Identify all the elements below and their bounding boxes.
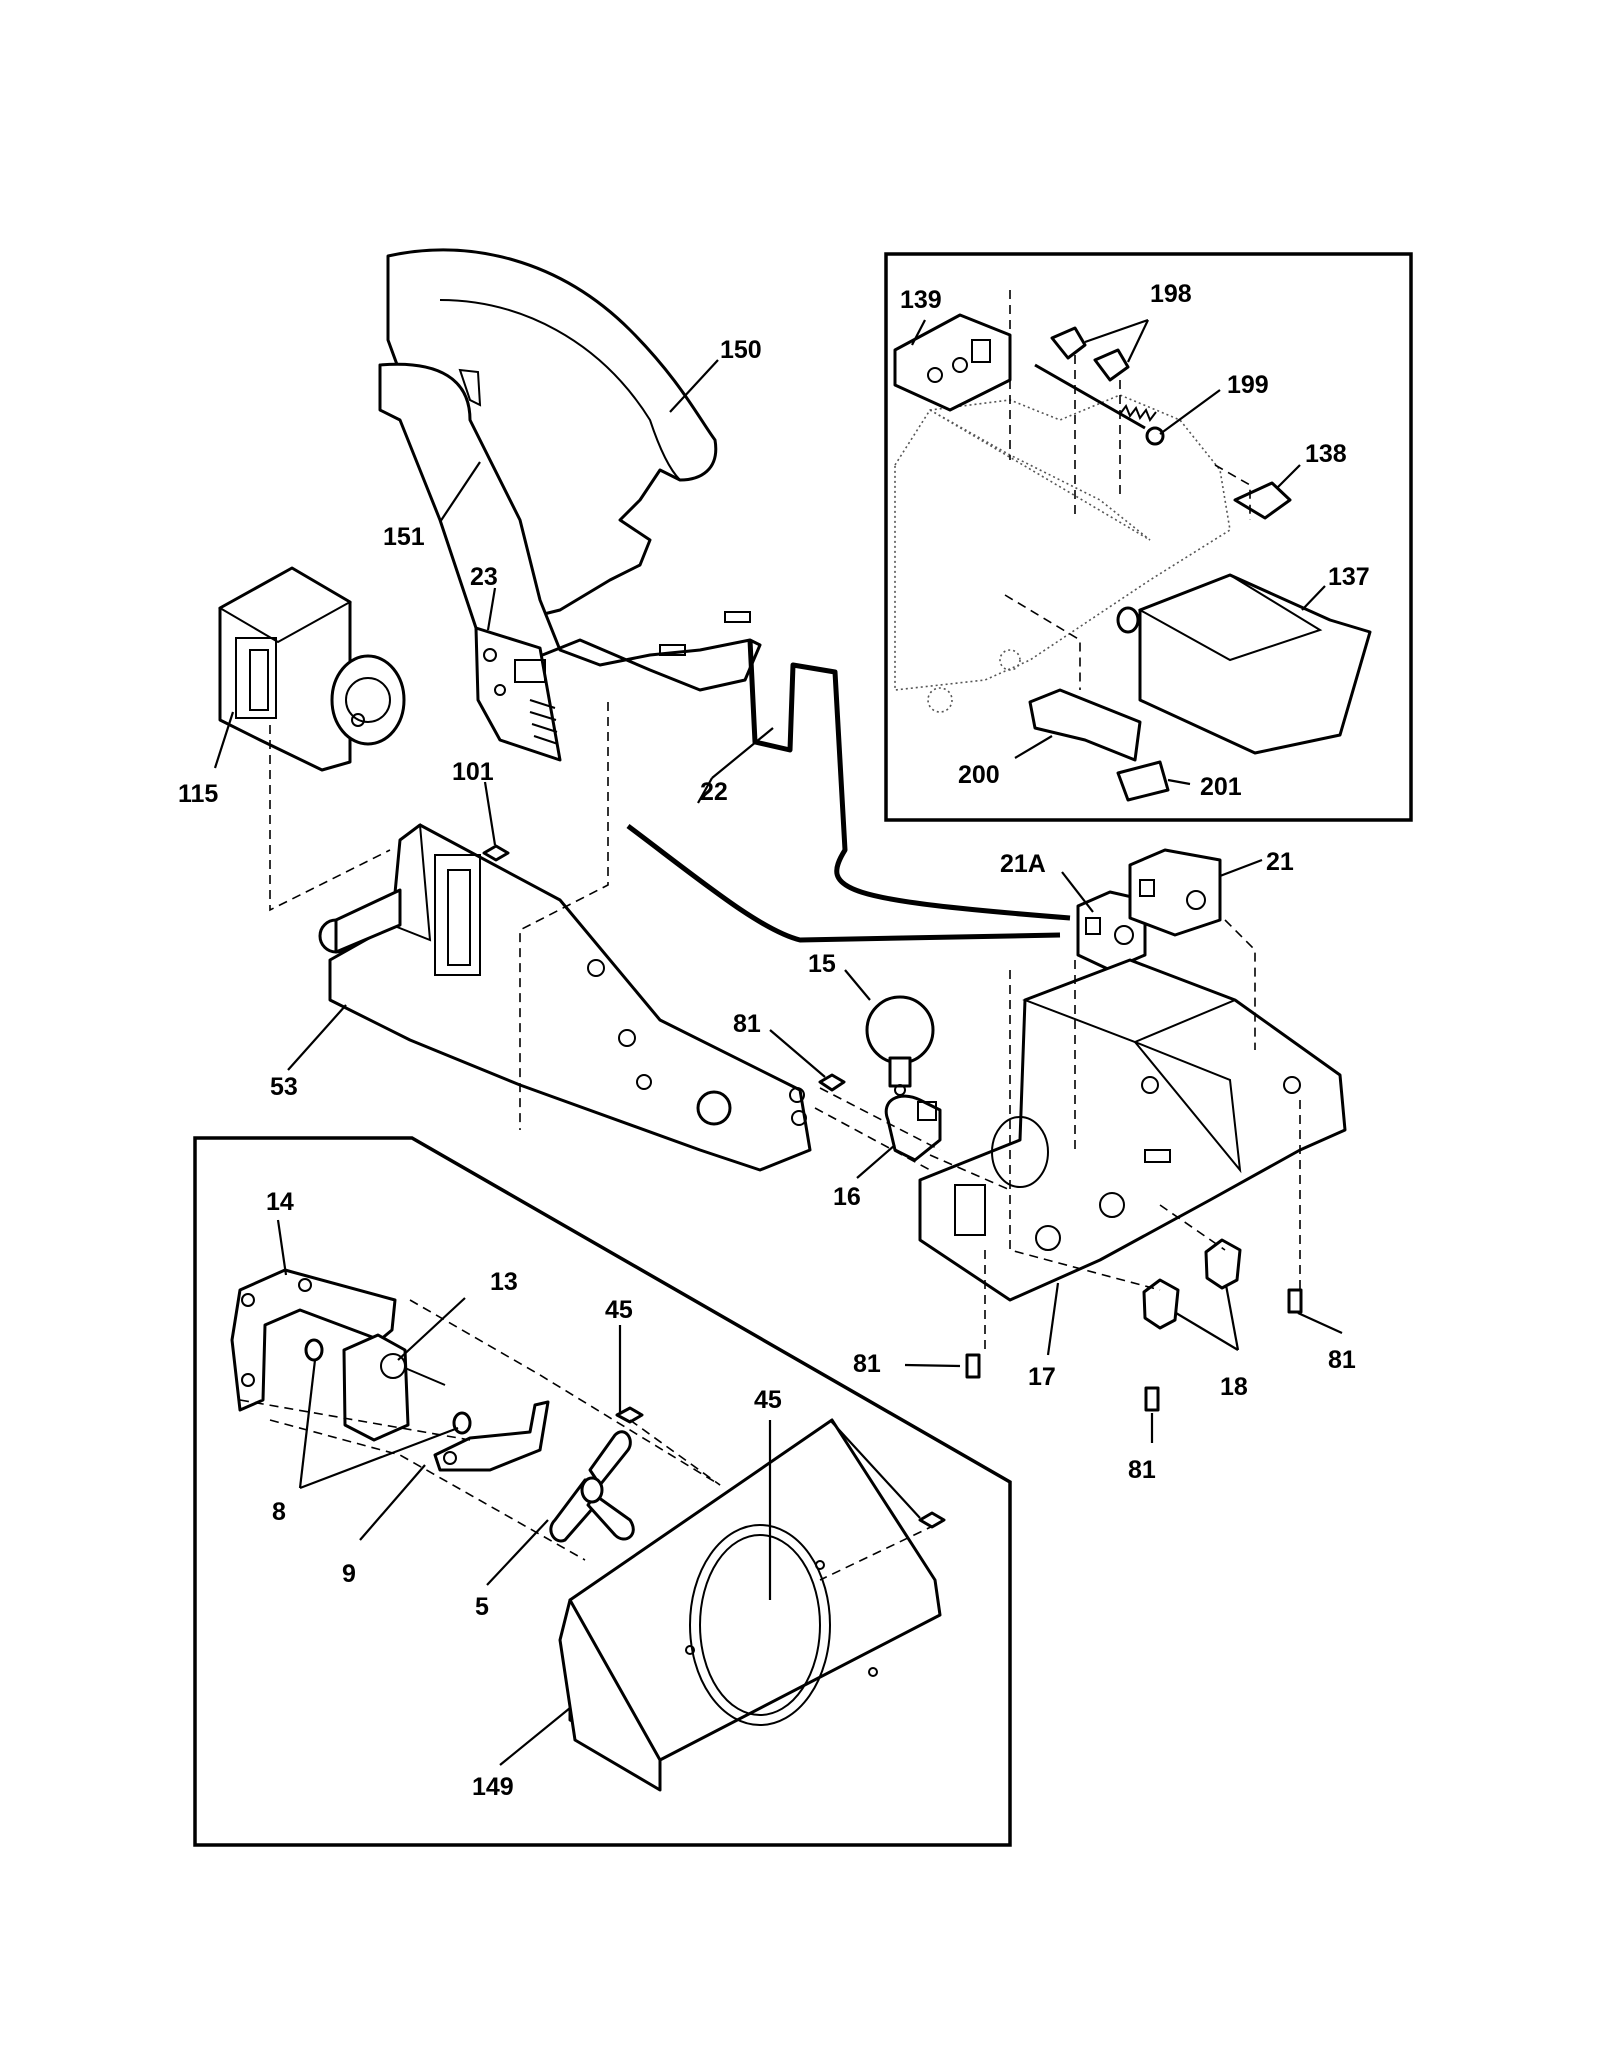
- fan-motor-part-13: [342, 1333, 446, 1442]
- label-45-b: 45: [754, 1386, 782, 1414]
- actuator-part-139: [893, 313, 1012, 412]
- spring-rod-part-199: [1034, 363, 1165, 446]
- label-53: 53: [270, 1073, 298, 1101]
- screw-part-45-b: [918, 1511, 946, 1529]
- label-81-b: 81: [853, 1350, 881, 1378]
- label-149: 149: [472, 1773, 514, 1801]
- inset-box-bottom-left: [193, 1136, 1012, 1847]
- label-5: 5: [475, 1593, 489, 1621]
- clip-part-198: [1050, 326, 1130, 382]
- screw-part-81-c: [1144, 1386, 1160, 1412]
- inset-box-top-right: [884, 252, 1413, 822]
- label-150: 150: [720, 336, 762, 364]
- fan-shroud-part-149: [558, 1418, 942, 1792]
- wire-harness-part-22: [626, 639, 1071, 943]
- leader-lines: [213, 318, 1343, 1766]
- label-198: 198: [1150, 280, 1192, 308]
- dispenser-housing-part-17: [918, 958, 1347, 1302]
- label-101: 101: [452, 758, 494, 786]
- label-151: 151: [383, 523, 425, 551]
- knob-part-18: [1142, 1238, 1242, 1330]
- label-200: 200: [958, 761, 1000, 789]
- label-16: 16: [833, 1183, 861, 1211]
- bracket-part-9: [433, 1400, 550, 1472]
- label-9: 9: [342, 1560, 356, 1588]
- label-137: 137: [1328, 563, 1370, 591]
- label-21A: 21A: [1000, 850, 1046, 878]
- label-18: 18: [1220, 1373, 1248, 1401]
- label-22: 22: [700, 778, 728, 806]
- clip-part-138: [1233, 481, 1292, 520]
- label-115: 115: [178, 780, 218, 808]
- label-139: 139: [900, 286, 942, 314]
- label-17: 17: [1028, 1363, 1056, 1391]
- label-201: 201: [1200, 773, 1242, 801]
- label-8: 8: [272, 1498, 286, 1526]
- label-81-d: 81: [1128, 1456, 1156, 1484]
- label-138: 138: [1305, 440, 1347, 468]
- callout-labels: 150 151 23 115 101 22 53 81 15 16 21A 21…: [178, 280, 1370, 1801]
- label-45-a: 45: [605, 1296, 633, 1324]
- label-81-c: 81: [1328, 1346, 1356, 1374]
- switch-part-21: [1128, 848, 1222, 937]
- pad-part-201: [1116, 760, 1170, 802]
- label-23: 23: [470, 563, 498, 591]
- label-81-a: 81: [733, 1010, 761, 1038]
- label-15: 15: [808, 950, 836, 978]
- fan-blade-part-5: [549, 1430, 635, 1543]
- bracket-part-14: [230, 1268, 397, 1412]
- label-13: 13: [490, 1268, 518, 1296]
- alignment-lines: [239, 290, 1301, 1581]
- chute-part-150-151: [378, 248, 762, 692]
- lamp-part-15: [865, 995, 935, 1096]
- auger-motor-part-115: [217, 566, 406, 772]
- screw-part-81-d: [1287, 1288, 1303, 1314]
- control-board-part-23: [474, 626, 562, 762]
- label-199: 199: [1227, 371, 1269, 399]
- ice-chute-door-part-137: [1116, 573, 1372, 755]
- screw-part-81-b: [965, 1353, 981, 1379]
- label-14: 14: [266, 1188, 294, 1216]
- housing-bracket-part-53: [318, 823, 812, 1172]
- lamp-socket-part-16: [884, 1094, 942, 1162]
- screw-part-81-a: [818, 1073, 846, 1092]
- flap-part-200: [1028, 688, 1142, 762]
- switch-part-21A: [1076, 890, 1147, 972]
- label-21: 21: [1266, 848, 1294, 876]
- screw-part-45-a: [615, 1406, 644, 1424]
- screw-part-101: [482, 844, 510, 862]
